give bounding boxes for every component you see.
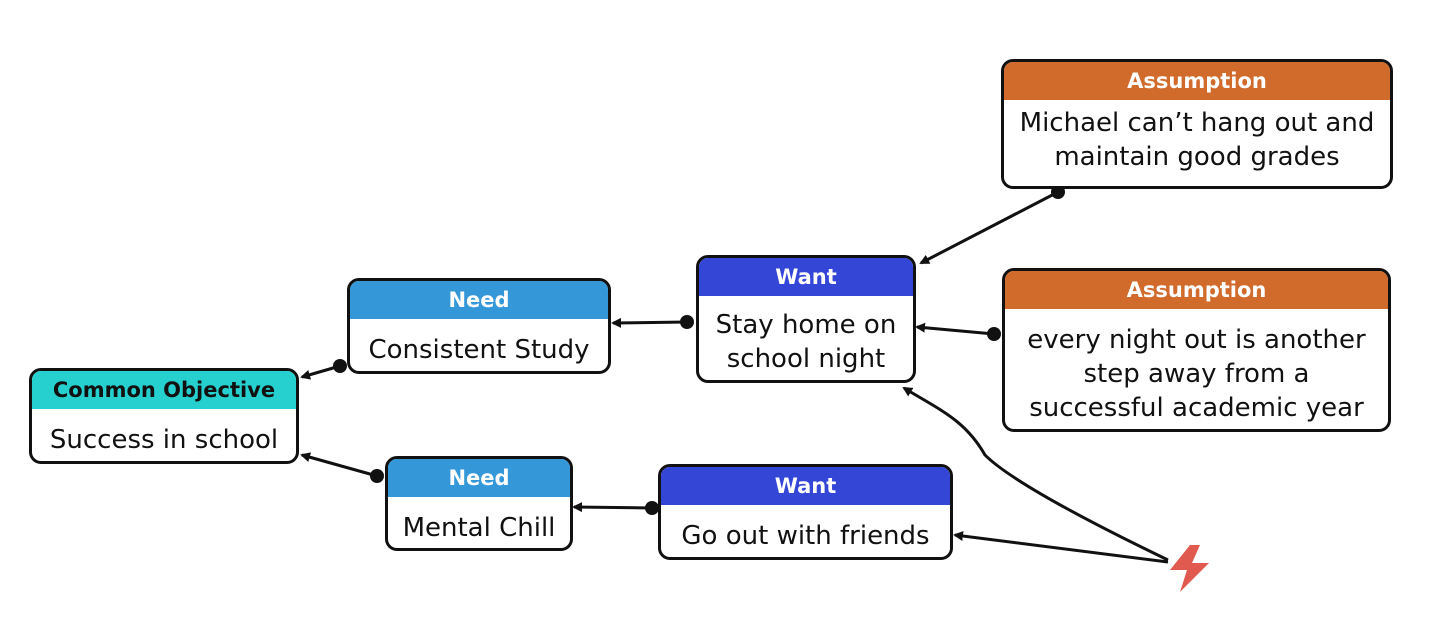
edge-want1-to-need1 xyxy=(611,315,694,329)
objective-text: Success in school xyxy=(49,425,279,455)
edge-assumption1-to-want1 xyxy=(919,185,1065,265)
edge-want2-to-need2 xyxy=(572,501,659,515)
assumption-header: Assumption xyxy=(1004,62,1390,100)
need-node-mental-chill: Need Mental Chill xyxy=(385,456,573,551)
want-node-go-out: Want Go out with friends xyxy=(658,464,953,560)
objective-header: Common Objective xyxy=(32,371,296,409)
lightning-bolt-icon xyxy=(1170,545,1209,592)
assumption-header: Assumption xyxy=(1005,271,1388,309)
need-text: Mental Chill xyxy=(402,513,556,543)
want-header: Want xyxy=(661,467,950,505)
want-node-stay-home: Want Stay home on school night xyxy=(696,255,916,383)
edge-conflict-to-want2 xyxy=(953,531,1169,564)
edge-need1-to-objective xyxy=(300,359,347,380)
assumption-text: every night out is another step away fro… xyxy=(1027,325,1366,423)
want-header: Want xyxy=(699,258,913,296)
common-objective-node: Common Objective Success in school xyxy=(29,368,299,464)
want-text: Go out with friends xyxy=(681,521,930,551)
need-header: Need xyxy=(350,281,608,319)
edge-conflict-to-want1 xyxy=(902,386,1169,562)
edge-need2-to-objective xyxy=(300,452,384,483)
want-text: Stay home on school night xyxy=(715,310,897,374)
need-node-consistent-study: Need Consistent Study xyxy=(347,278,611,374)
need-header: Need xyxy=(388,459,570,497)
assumption-text: Michael can’t hang out and maintain good… xyxy=(1019,108,1375,172)
assumption-node-1: Assumption Michael can’t hang out and ma… xyxy=(1001,59,1393,189)
edge-assumption2-to-want1 xyxy=(915,322,1001,341)
need-text: Consistent Study xyxy=(368,335,590,365)
assumption-node-2: Assumption every night out is another st… xyxy=(1002,268,1391,432)
